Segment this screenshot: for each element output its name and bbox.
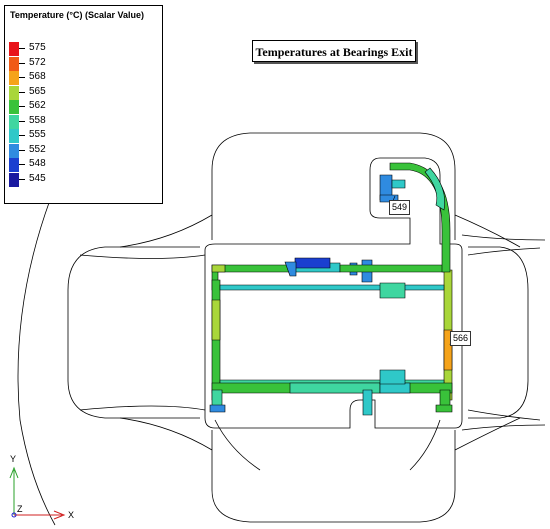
- legend-value: 555: [29, 129, 46, 140]
- legend-title: Temperature (°C) (Scalar Value): [10, 10, 144, 20]
- profile-hook: [389, 162, 451, 273]
- die-outline: [67, 132, 546, 523]
- legend-value: 558: [29, 114, 46, 126]
- legend-value: 565: [29, 85, 46, 97]
- legend-tick: [19, 91, 25, 93]
- legend: Temperature (°C) (Scalar Value) 575 572 56…: [4, 5, 163, 204]
- z-axis-label: Z: [17, 504, 23, 514]
- legend-swatch: [9, 85, 19, 100]
- legend-swatch: [9, 100, 19, 114]
- legend-swatch: [9, 143, 19, 158]
- legend-value: 572: [29, 56, 46, 68]
- legend-value: 545: [29, 172, 46, 184]
- legend-swatch: [9, 56, 19, 71]
- callout-upper: 549: [389, 200, 411, 215]
- legend-tick: [19, 149, 25, 151]
- x-axis-label: X: [68, 510, 74, 520]
- outer-arc: [17, 199, 56, 526]
- legend-swatch: [9, 129, 19, 143]
- legend-tick: [19, 164, 25, 165]
- y-axis-label: Y: [10, 454, 16, 464]
- legend-swatch: [9, 158, 19, 172]
- plot-title: Temperatures at Bearings Exit: [252, 40, 416, 62]
- legend-swatch: [9, 114, 19, 129]
- legend-value: 562: [29, 100, 46, 111]
- profile: [209, 162, 453, 416]
- legend-tick: [19, 135, 25, 136]
- legend-tick: [19, 178, 25, 180]
- legend-value: 552: [29, 143, 46, 155]
- legend-tick: [19, 48, 25, 49]
- legend-value: 548: [29, 158, 46, 169]
- legend-swatch: [9, 71, 19, 85]
- callout-right: 566: [450, 331, 472, 346]
- legend-tick: [19, 106, 25, 107]
- legend-swatch: [9, 42, 19, 56]
- legend-tick: [19, 77, 25, 78]
- legend-tick: [19, 62, 25, 64]
- axis-triad: Y X Z: [9, 454, 74, 520]
- legend-tick: [19, 120, 25, 122]
- profile-top-right: [339, 264, 449, 273]
- legend-swatch: [9, 172, 19, 187]
- legend-value: 575: [29, 42, 46, 53]
- legend-value: 568: [29, 71, 46, 82]
